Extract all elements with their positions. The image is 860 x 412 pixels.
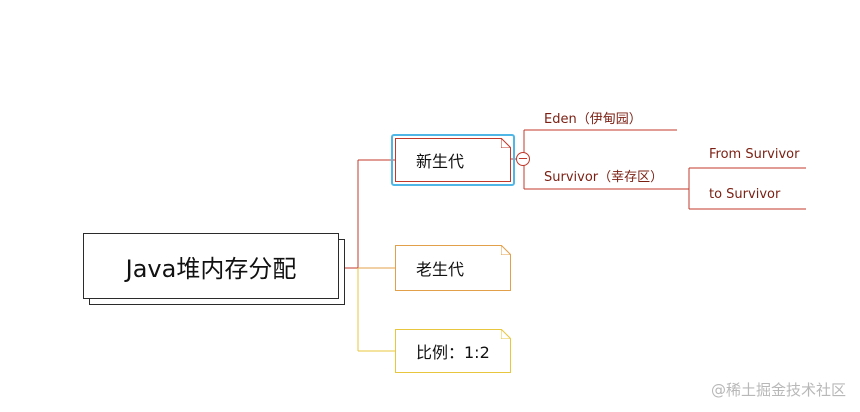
subtopic-from-survivor[interactable]: From Survivor (709, 147, 800, 162)
topic-young-generation-label: 新生代 (416, 152, 465, 171)
subtopic-to-survivor[interactable]: to Survivor (709, 187, 781, 202)
central-topic-label: Java堆内存分配 (125, 254, 297, 283)
collapse-toggle-icon[interactable] (516, 152, 530, 166)
topic-old-generation-label: 老生代 (416, 260, 465, 279)
central-topic[interactable]: Java堆内存分配 (83, 233, 339, 299)
note-fold-icon (501, 329, 511, 339)
subtopic-survivor[interactable]: Survivor（幸存区） (544, 170, 664, 185)
subtopic-eden[interactable]: Eden（伊甸园） (544, 112, 642, 127)
note-fold-icon (501, 138, 511, 148)
topic-ratio[interactable]: 比例：1:2 (395, 329, 511, 373)
selection-ring (391, 134, 515, 186)
note-fold-icon (501, 245, 511, 255)
topic-old-generation[interactable]: 老生代 (395, 245, 511, 291)
topic-ratio-label: 比例：1:2 (416, 343, 490, 362)
topic-young-generation[interactable]: 新生代 (395, 138, 511, 182)
watermark: @稀土掘金技术社区 (710, 381, 846, 399)
